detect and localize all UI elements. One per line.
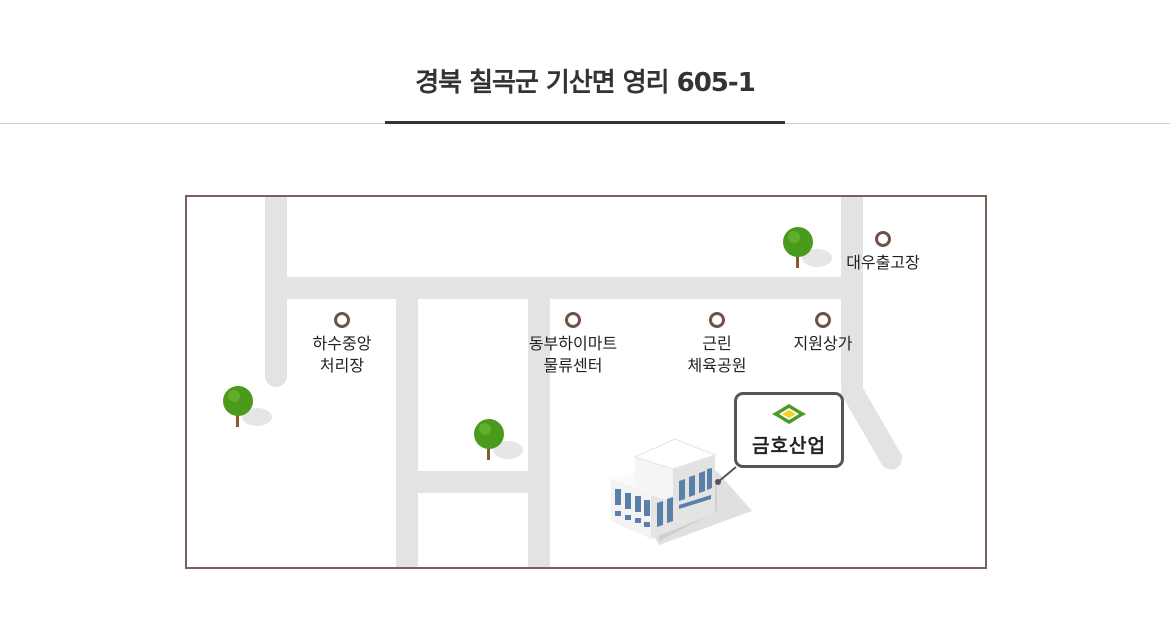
- road: [841, 197, 863, 387]
- road: [396, 299, 418, 567]
- poi-label: 근린 체육공원: [687, 334, 747, 375]
- company-name: 금호산업: [752, 435, 826, 457]
- poi-label: 대우출고장: [846, 253, 920, 272]
- company-callout[interactable]: 금호산업: [734, 392, 844, 468]
- road: [528, 299, 550, 567]
- header-accent-bar: [385, 121, 785, 124]
- poi-label: 동부하이마트 물류센터: [528, 334, 618, 375]
- tree-icon: [223, 386, 272, 427]
- poi-marker-icon: [334, 312, 350, 328]
- poi-label: 하수중앙 처리장: [312, 334, 372, 375]
- poi-marker-icon: [565, 312, 581, 328]
- callout-pointer: [715, 466, 737, 485]
- location-map: 하수중앙 처리장 동부하이마트 물류센터 근린 체육공원 지원상가 대우출고장: [185, 195, 987, 569]
- address-title: 경북 칠곡군 기산면 영리 605-1: [415, 68, 756, 98]
- road: [265, 197, 287, 387]
- road: [836, 375, 907, 474]
- poi-marker-icon: [875, 231, 891, 247]
- address-header: 경북 칠곡군 기산면 영리 605-1: [0, 0, 1170, 125]
- building-icon: [611, 438, 752, 545]
- tree-icon: [474, 419, 523, 460]
- poi-marker-icon: [815, 312, 831, 328]
- road: [418, 471, 528, 493]
- road: [287, 277, 863, 299]
- poi-label: 지원상가: [793, 334, 853, 353]
- poi-marker-icon: [709, 312, 725, 328]
- tree-icon: [783, 227, 832, 268]
- company-logo-icon: [772, 404, 806, 424]
